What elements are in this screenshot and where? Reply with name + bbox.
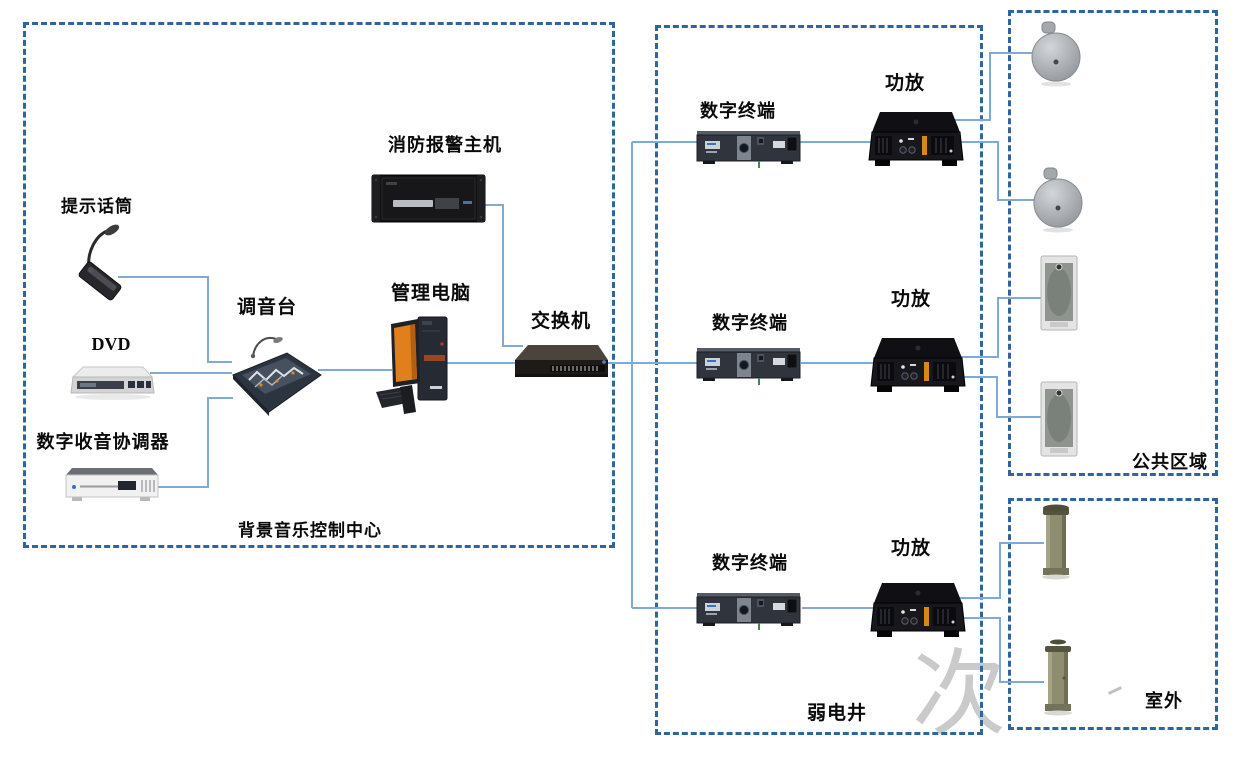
digital-terminal-image (693, 344, 805, 393)
prompt-mic-image (55, 220, 125, 313)
amplifier-image (866, 108, 966, 175)
zone-control-center (23, 22, 615, 548)
wire-amp3-garden2 (956, 617, 1044, 683)
wire-mic-mixer (118, 276, 232, 363)
network-switch-image (510, 338, 615, 391)
amplifier-label: 功放 (890, 289, 932, 310)
amplifier-image (868, 579, 968, 646)
ceiling-speaker-icon (1030, 166, 1086, 239)
digital-radio-tuner-label: 数字收音协调器 (36, 432, 170, 452)
fire-alarm-host-label: 消防报警主机 (388, 135, 502, 155)
wire-amp2-wall1 (954, 297, 1044, 358)
wire-amp1-ceiling1 (952, 52, 1034, 121)
garden-speaker-icon (1038, 502, 1074, 585)
prompt-mic-label: 提示话筒 (61, 197, 133, 216)
mixer-label: 调音台 (236, 297, 298, 318)
management-pc-label: 管理电脑 (390, 283, 472, 304)
watermark-text: 次 (912, 643, 1007, 747)
wire-amp2-wall2 (956, 376, 1042, 418)
digital-terminal-label: 数字终端 (712, 313, 788, 333)
zone-control-center-label: 背景音乐控制中心 (238, 521, 382, 540)
amplifier-image (868, 334, 968, 401)
wire-amp1-ceiling2 (955, 141, 1036, 201)
dvd-player-label: DVD (91, 334, 131, 354)
management-pc-image (366, 308, 458, 421)
mixer-image (225, 323, 330, 423)
network-switch-label: 交换机 (530, 311, 592, 332)
zone-weak-current-well-label: 弱电井 (806, 703, 868, 724)
amplifier-label: 功放 (884, 73, 926, 94)
digital-terminal-image (693, 589, 805, 638)
dvd-player-image (68, 362, 158, 409)
wall-speaker-icon (1038, 380, 1082, 465)
digital-terminal-label: 数字终端 (712, 553, 788, 573)
wire-amp3-garden1 (954, 542, 1044, 599)
zone-weak-current-well (655, 25, 983, 735)
zone-outdoor-label: 室外 (1145, 691, 1183, 711)
wire-firehost-switch (484, 204, 523, 347)
fire-alarm-host-image (366, 168, 491, 233)
wall-speaker-icon (1038, 254, 1082, 339)
zone-public-area-label: 公共区域 (1132, 452, 1208, 472)
wire-tuner-mixer (157, 397, 233, 488)
ceiling-speaker-icon (1028, 20, 1084, 93)
zone-public-area (1008, 10, 1218, 476)
garden-speaker-icon (1040, 638, 1076, 721)
digital-terminal-image (693, 127, 805, 176)
amplifier-label: 功放 (890, 538, 932, 559)
digital-terminal-label: 数字终端 (700, 101, 776, 121)
zone-outdoor (1008, 498, 1218, 730)
digital-radio-tuner-image (60, 462, 162, 513)
